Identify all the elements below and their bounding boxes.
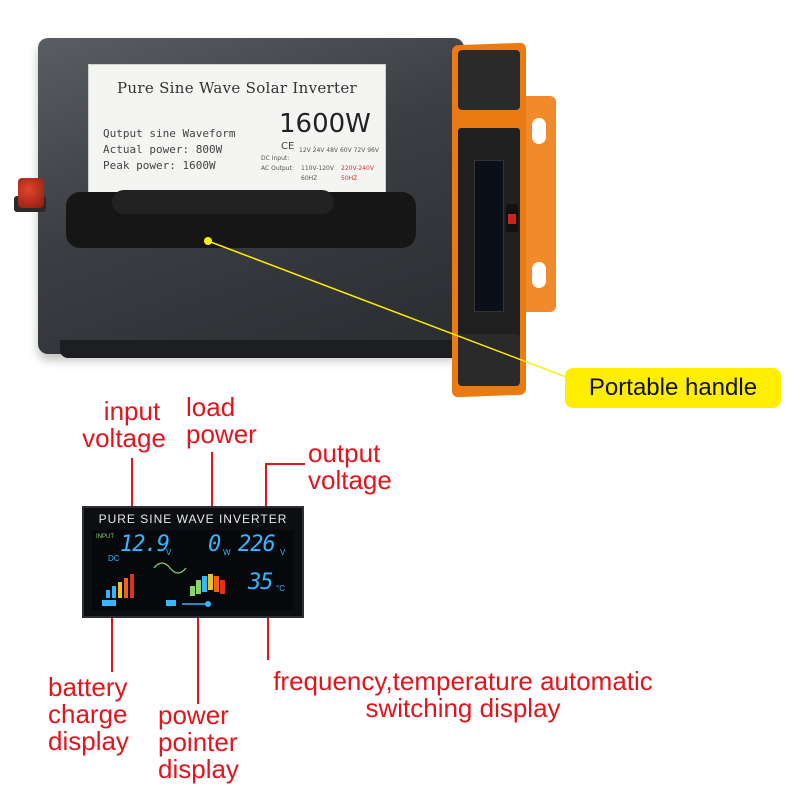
annotation-battery-l3: display — [48, 726, 129, 756]
annotation-freq-temp: frequency,temperature automatic switchin… — [238, 668, 688, 722]
lcd-load-power: 0 — [208, 532, 221, 557]
annotation-battery-l1: battery — [48, 672, 128, 702]
annotation-freq-temp-l1: frequency,temperature automatic — [273, 666, 653, 696]
lcd-output-voltage: 226 — [238, 532, 276, 557]
label-title: Pure Sine Wave Solar Inverter — [117, 79, 357, 97]
annotation-battery-charge: battery charge display — [48, 674, 129, 755]
lcd-screen: INPUT DC 12.9 V 0 W 226 V 35 °C — [92, 530, 294, 610]
ac-socket-top — [458, 50, 520, 110]
label-ac-option-2: 220V-240V — [341, 165, 374, 172]
lcd-temp-unit: °C — [276, 584, 285, 593]
label-rating: 1600W — [279, 109, 371, 139]
power-switch-indicator — [508, 214, 516, 224]
bracket-hole-bottom — [532, 262, 546, 288]
annotation-input-voltage-l2: voltage — [82, 423, 166, 453]
lcd-load-unit: W — [223, 548, 231, 557]
annotation-load-power-l1: load — [186, 392, 236, 422]
lcd-input-voltage: 12.9 — [120, 532, 170, 557]
annotation-output-voltage: output voltage — [308, 440, 392, 494]
annotation-power-pointer: power pointer display — [158, 702, 239, 783]
ce-mark: CE — [281, 141, 295, 152]
power-pointer-gauge — [166, 574, 225, 607]
annotation-battery-l2: charge — [48, 699, 128, 729]
lcd-input-label: INPUT — [96, 534, 114, 540]
annotation-load-power: load power — [186, 394, 257, 448]
battery-bars-icon — [102, 574, 134, 606]
label-ac-output: AC Output: — [261, 165, 294, 172]
lcd-input-unit: V — [166, 548, 172, 557]
annotation-output-voltage-l2: voltage — [308, 465, 392, 495]
red-terminal — [18, 178, 44, 208]
ac-socket-bottom — [458, 334, 520, 386]
spec-label: Pure Sine Wave Solar Inverter 1600W CE Q… — [88, 64, 386, 196]
annotation-pointer-l3: display — [158, 754, 239, 784]
sine-wave-icon — [153, 562, 187, 574]
label-waveform: Qutput sine Waveform — [103, 127, 236, 140]
callout-text: Portable handle — [588, 374, 758, 401]
annotation-input-voltage-l1: input — [103, 396, 161, 426]
lcd-output-unit: V — [280, 548, 286, 557]
lcd-graphics — [102, 562, 225, 607]
portable-handle-callout: Portable handle — [565, 368, 781, 408]
handle-grip — [112, 190, 334, 214]
inverter-base — [60, 340, 460, 358]
label-dc-input: DC Input: — [261, 155, 290, 162]
label-ac-option-1: 110V-120V — [301, 165, 334, 172]
annotation-pointer-l2: pointer — [158, 727, 238, 757]
callout-leader-line — [207, 240, 591, 387]
side-mini-display — [474, 160, 504, 312]
label-peak-power: Peak power: 1600W — [103, 159, 216, 172]
lcd-dc-label: DC — [108, 554, 120, 563]
label-freq-1: 60HZ — [301, 175, 318, 182]
bracket-hole-top — [532, 118, 546, 144]
lcd-title: PURE SINE WAVE INVERTER — [98, 512, 288, 526]
label-freq-2: 50HZ — [341, 175, 358, 182]
annotation-input-voltage: input voltage — [82, 396, 168, 452]
annotation-freq-temp-l2: switching display — [365, 693, 561, 723]
annotation-load-power-l2: power — [186, 419, 257, 449]
lcd-temperature: 35 — [248, 570, 273, 595]
label-actual-power: Actual power: 800W — [103, 143, 223, 156]
annotation-output-voltage-l1: output — [308, 438, 381, 468]
annotation-pointer-l1: power — [158, 700, 229, 730]
label-dc-options: 12V 24V 48V 60V 72V 96V — [299, 147, 379, 154]
lcd-panel: PURE SINE WAVE INVERTER INPUT DC 12.9 V … — [82, 506, 304, 618]
